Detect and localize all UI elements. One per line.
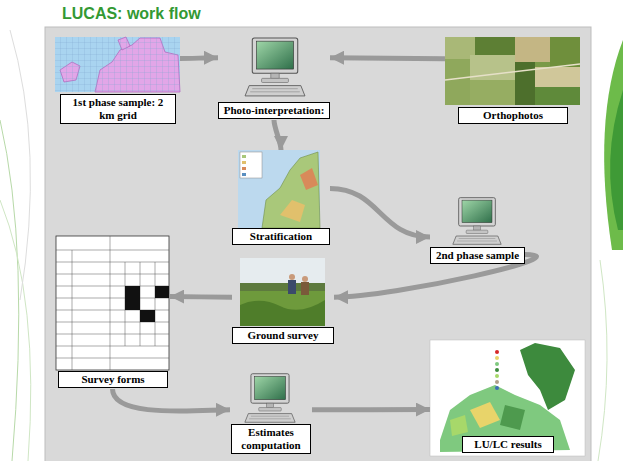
caption-label: Ground survey: [237, 329, 329, 342]
caption-label: Photo-interpretation:: [223, 104, 325, 117]
caption-label: Estimates computation: [236, 426, 306, 452]
flow-arrow: [312, 407, 430, 412]
flow-arrow: [113, 389, 231, 411]
flow-arrow: [170, 294, 232, 300]
workflow-step: Estimates computation: [230, 372, 312, 456]
caption-label: Orthophotos: [463, 109, 563, 122]
workflow-step: Ground survey: [232, 258, 334, 345]
flow-arrow: [274, 120, 281, 150]
strata-map: [238, 150, 320, 228]
caption-box: Photo-interpretation:: [218, 102, 330, 119]
flow-arrow: [330, 188, 430, 237]
workflow-step: 2nd phase sample: [430, 195, 525, 265]
survey-photo: [240, 258, 325, 326]
workflow-step: 1st phase sample: 2 km grid: [55, 37, 180, 123]
computer-icon: [245, 374, 295, 423]
caption-box: 1st phase sample: 2 km grid: [60, 94, 176, 124]
flow-arrow: [330, 58, 445, 59]
caption-label: 1st phase sample: 2 km grid: [65, 96, 171, 122]
caption-label: Survey forms: [63, 373, 163, 386]
slide-title: LUCAS: work flow: [62, 4, 201, 24]
caption-box: Stratification: [232, 228, 330, 245]
caption-label: LU/LC results: [467, 438, 549, 451]
orthophoto: [445, 37, 580, 105]
computer-icon: [453, 198, 501, 245]
flow-arrow: [180, 55, 218, 61]
caption-box: Ground survey: [232, 327, 334, 344]
workflow-step: Stratification: [232, 150, 330, 246]
workflow-step: Photo-interpretation:: [218, 37, 330, 120]
workflow-step: LU/LC results: [430, 340, 585, 456]
grid-map: [55, 37, 180, 92]
caption-box: Survey forms: [58, 371, 168, 388]
caption-box: 2nd phase sample: [430, 247, 525, 264]
result-map: [430, 340, 585, 456]
workflow-step: Orthophotos: [445, 37, 580, 124]
survey-form: [56, 236, 169, 370]
caption-box: LU/LC results: [462, 436, 554, 453]
workflow-step: Survey forms: [55, 235, 170, 389]
caption-box: Estimates computation: [231, 424, 311, 454]
caption-label: Stratification: [237, 230, 325, 243]
grey-panel: [45, 27, 591, 461]
caption-box: Orthophotos: [458, 107, 568, 124]
caption-label: 2nd phase sample: [435, 249, 520, 262]
computer-icon: [245, 38, 305, 96]
